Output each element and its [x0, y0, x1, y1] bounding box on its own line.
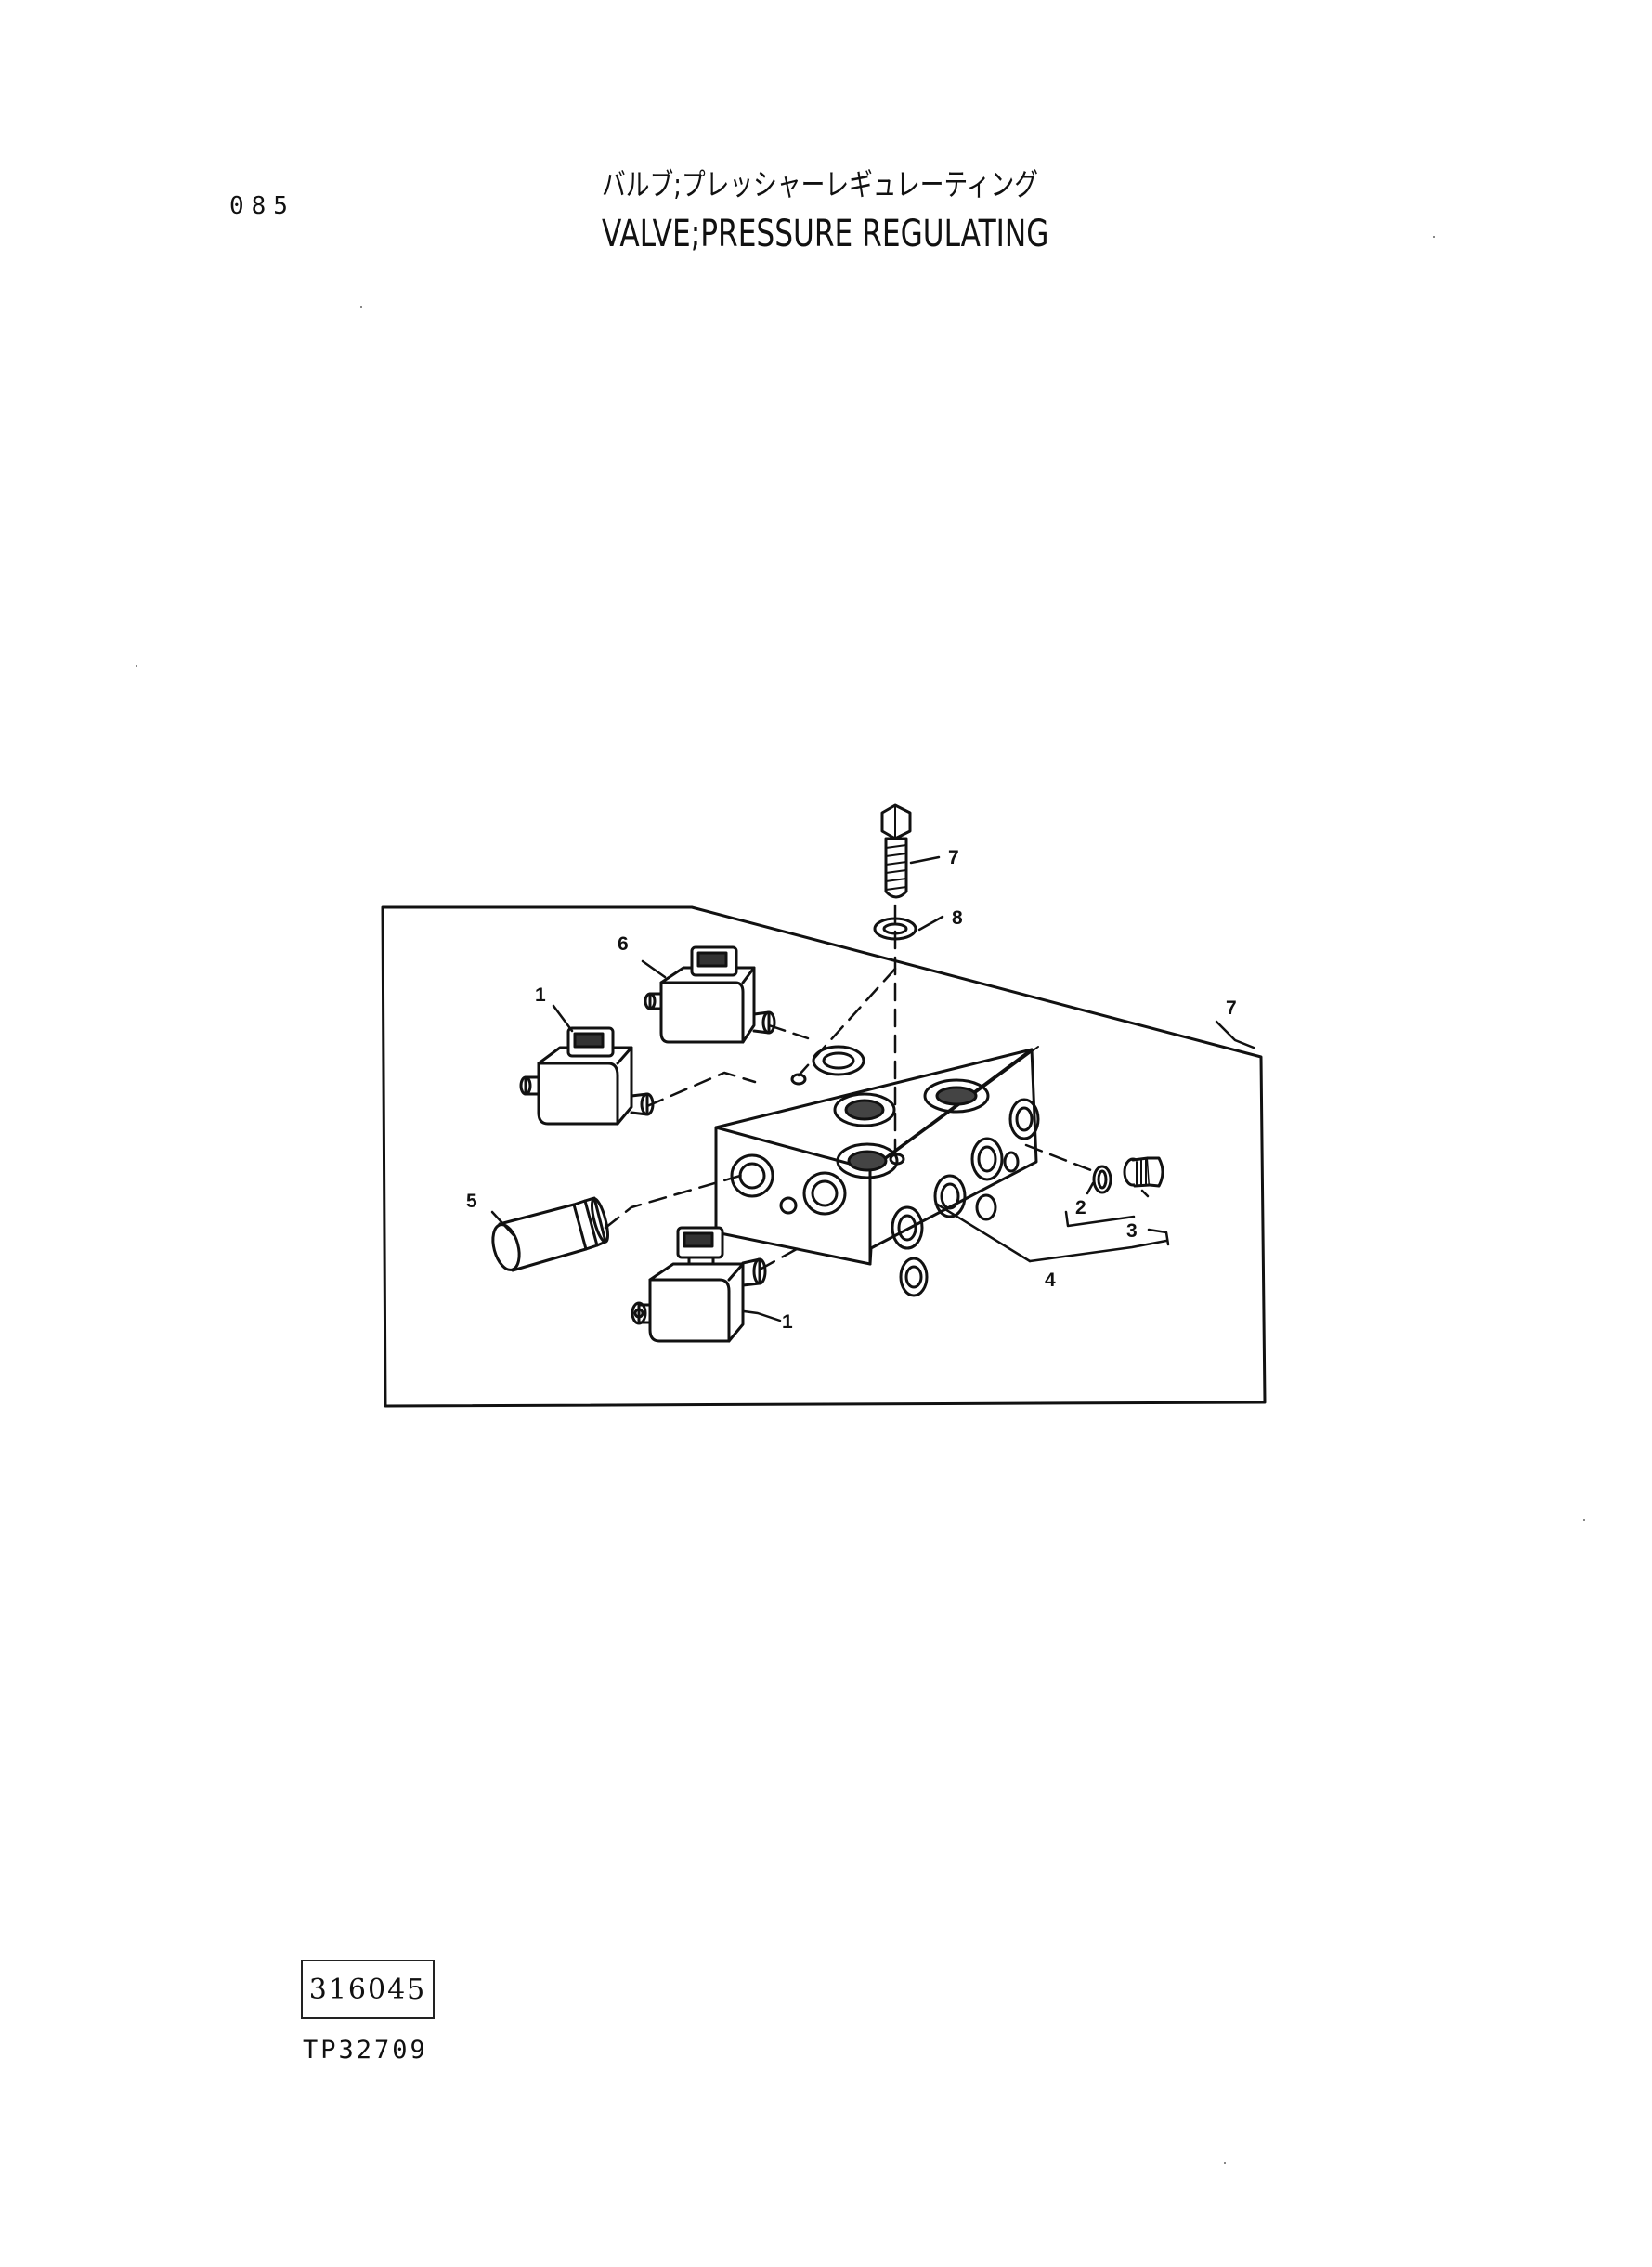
bolt — [880, 803, 912, 899]
solenoid-valve-upper — [644, 945, 776, 1044]
callout-4: 4 — [1045, 1270, 1056, 1291]
callout-9: 8 — [952, 907, 963, 929]
solenoid-valve-lower — [631, 1226, 767, 1343]
cartridge-valve — [491, 1196, 609, 1272]
title-english: VALVE;PRESSURE REGULATING — [602, 213, 1049, 255]
scan-speck — [1224, 2162, 1226, 2164]
figure-code: TP32709 — [303, 2036, 428, 2065]
part-code: 316045 — [308, 1974, 427, 2006]
callout-3: 3 — [1126, 1220, 1138, 1242]
callout-6: 6 — [618, 933, 629, 955]
page-number: 085 — [229, 192, 295, 220]
assembly-lines — [604, 904, 1098, 1271]
o-ring — [1092, 1165, 1112, 1194]
scan-speck — [360, 306, 362, 308]
plug — [1123, 1156, 1164, 1188]
callout-1-left: 1 — [535, 984, 546, 1006]
scan-speck — [1433, 236, 1435, 238]
callout-2: 2 — [1075, 1197, 1086, 1218]
title-japanese: バルブ;プレッシャーレギュレーティング — [602, 166, 1038, 202]
callout-7: 7 — [1226, 997, 1237, 1019]
callout-5: 5 — [466, 1191, 477, 1212]
assembly-frame — [381, 905, 1267, 1408]
callout-1-lower: 1 — [782, 1311, 793, 1333]
leader-lines — [490, 855, 1255, 1322]
valve-block — [714, 1045, 1040, 1297]
callout-8: 7 — [948, 847, 959, 868]
scan-speck — [136, 665, 137, 667]
solenoid-valve-left — [519, 1026, 655, 1126]
part-code-box: 316045 — [301, 1960, 435, 2019]
scan-speck — [1583, 1519, 1585, 1521]
